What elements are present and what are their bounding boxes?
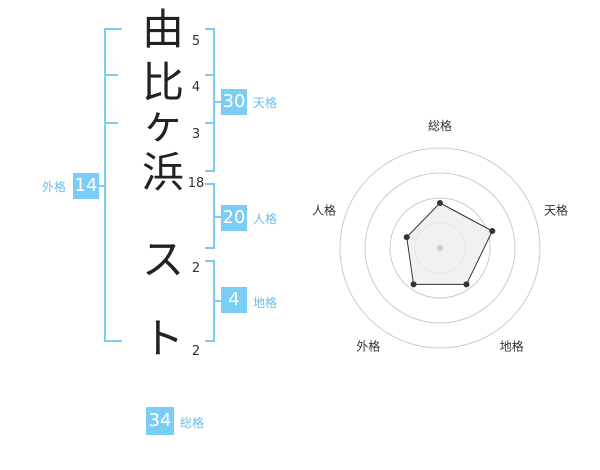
tenkaku-bracket-tick-2 [205,122,215,124]
radar-point-1 [437,200,443,206]
gaikaku-bracket-tick-2 [104,122,118,124]
radar-point-3 [463,281,470,288]
name-char-2: 比 [141,58,184,107]
stroke-count-2: 4 [191,80,201,95]
gaikaku-bracket-tick-3 [96,185,104,187]
name-char-5: ス [141,235,184,284]
gaikaku-bracket [104,28,122,342]
tenkaku-bracket-tick-1 [205,74,215,76]
jinkaku-badge: 20 [221,205,247,231]
radar-axis-label-5: 人格 [312,202,336,217]
gaikaku-badge: 14 [73,173,99,199]
radar-axis-label-3: 地格 [500,339,524,354]
stroke-count-4: 18 [187,176,205,191]
name-char-6: ト [141,314,184,363]
tenkaku-bracket [205,28,215,172]
tenkaku-connector [215,101,221,103]
chikaku-connector [215,300,221,302]
radar-grid-ring-3 [364,172,516,324]
stroke-count-6: 2 [191,344,201,359]
name-char-4: 浜 [141,148,184,197]
name-char-3: ヶ [141,99,184,148]
chikaku-label: 地格 [253,296,278,310]
stroke-count-3: 3 [191,127,201,142]
tenkaku-badge: 30 [221,89,247,115]
stroke-count-5: 2 [191,261,201,276]
radar-axis-label-2: 天格 [544,202,568,217]
radar-center-point [437,245,443,251]
radar-axis-label-4: 外格 [356,339,380,354]
jinkaku-connector [215,216,221,218]
soukaku-badge: 34 [146,407,174,435]
chikaku-badge: 4 [221,287,247,313]
tenkaku-label: 天格 [253,96,278,110]
name-char-1: 由 [141,5,184,54]
chikaku-bracket [205,260,215,342]
gaikaku-bracket-tick-1 [104,74,118,76]
radar-point-2 [489,228,496,235]
stroke-count-1: 5 [191,34,201,49]
radar-grid-ring-2 [389,197,491,299]
jinkaku-bracket [205,183,215,249]
radar-point-4 [410,281,417,288]
radar-data-polygon [406,202,493,285]
soukaku-label: 総格 [180,416,205,430]
radar-point-5 [403,234,410,241]
radar-axis-label-1: 総格 [428,118,452,133]
jinkaku-label: 人格 [253,212,278,226]
gaikaku-label: 外格 [42,180,67,194]
radar-grid-ring-4 [339,147,541,349]
